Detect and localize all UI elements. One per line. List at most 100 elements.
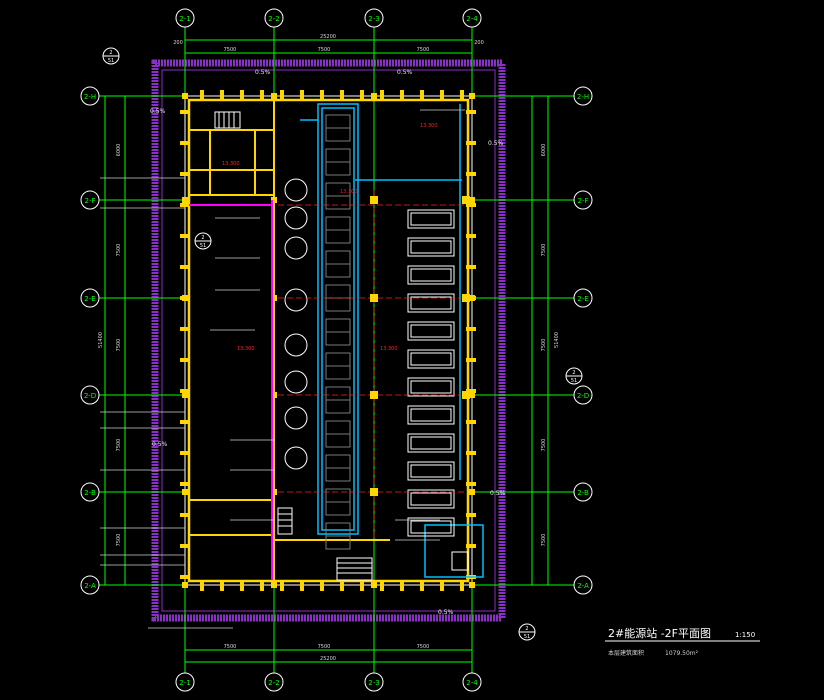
axis-label-bottom-2: 2-2 — [268, 679, 279, 687]
column-stub — [180, 327, 190, 331]
column-stub — [460, 90, 464, 100]
column-stub — [466, 451, 476, 455]
column — [469, 295, 475, 301]
axis-label-left-h: 2-H — [84, 93, 96, 101]
interior-walls — [189, 100, 390, 581]
equipment-unit — [407, 265, 455, 285]
column — [371, 582, 377, 588]
equipment-unit — [407, 237, 455, 257]
column-stub — [340, 90, 344, 100]
stairs — [214, 111, 373, 581]
column-stub — [260, 90, 264, 100]
column-stub — [180, 575, 190, 579]
axis-label-right-a: 2-A — [577, 582, 589, 590]
duct-system — [300, 103, 484, 578]
dim-top-overall: 25200 — [320, 34, 336, 40]
axis-label-bottom-3: 2-3 — [368, 679, 379, 687]
interior-column — [370, 488, 378, 496]
column-stub — [180, 203, 190, 207]
column-stub — [180, 513, 190, 517]
tank — [284, 406, 308, 430]
site-boundary — [151, 59, 506, 622]
column-stub — [340, 581, 344, 591]
equipment-unit — [407, 405, 455, 425]
tank — [284, 206, 308, 230]
equipment-box — [451, 551, 469, 571]
column — [271, 582, 277, 588]
equipment-unit-inner — [410, 492, 452, 506]
dim-top-span-3: 7500 — [417, 47, 430, 53]
column — [469, 392, 475, 398]
elevation-mark-1: 13.300 — [222, 161, 240, 167]
dim-top-span-2: 7500 — [318, 47, 331, 53]
interior-column — [462, 391, 470, 399]
column-stub — [300, 581, 304, 591]
axis-label-right-d: 2-D — [577, 392, 589, 400]
column — [271, 93, 277, 99]
area-value: 1079.50m² — [665, 650, 699, 657]
tanks — [284, 178, 308, 470]
column-stub — [320, 90, 324, 100]
column-stub — [440, 90, 444, 100]
slope-right-top: 0.5% — [488, 140, 504, 147]
column-stub — [400, 581, 404, 591]
column-stub — [440, 581, 444, 591]
column-stub — [180, 110, 190, 114]
detail-ref-4-sheet: 51 — [524, 634, 530, 640]
tank — [284, 446, 308, 470]
axis-label-bottom-1: 2-1 — [179, 679, 190, 687]
detail-ref-2-num: 2 — [201, 235, 204, 241]
equipment-unit-inner — [410, 240, 452, 254]
equipment-unit-inner — [410, 296, 452, 310]
elevation-mark-5: 13.300 — [420, 123, 438, 129]
axis-label-right-h: 2-H — [577, 93, 589, 101]
axis-label-left-a: 2-A — [84, 582, 96, 590]
equipment-unit — [407, 321, 455, 341]
column — [182, 197, 188, 203]
detail-ref-3-sheet: 51 — [571, 378, 577, 384]
axis-label-top-1: 2-1 — [179, 15, 190, 23]
column — [182, 93, 188, 99]
drawing-scale: 1:150 — [735, 631, 755, 639]
dim-top-edge-right: 200 — [474, 40, 484, 46]
area-label: 本层建筑面积 — [608, 649, 644, 657]
tank — [284, 236, 308, 260]
column-stub — [180, 420, 190, 424]
column-stub — [466, 110, 476, 114]
equipment-unit-inner — [410, 380, 452, 394]
tank — [284, 178, 308, 202]
building-outline — [184, 95, 473, 586]
column-stub — [360, 581, 364, 591]
equipment-unit — [407, 293, 455, 313]
column-stub — [466, 358, 476, 362]
slope-left-top: 0.5% — [150, 108, 166, 115]
equipment-unit — [407, 209, 455, 229]
column-stub — [466, 420, 476, 424]
column-stub — [380, 581, 384, 591]
column — [182, 582, 188, 588]
interior-column — [370, 294, 378, 302]
column-stub — [460, 581, 464, 591]
equipment-unit — [407, 349, 455, 369]
equipment-unit-inner — [410, 520, 452, 534]
column-stub — [360, 90, 364, 100]
column-stub — [200, 581, 204, 591]
axis-label-right-e: 2-E — [577, 295, 588, 303]
column — [469, 582, 475, 588]
column-stub — [220, 90, 224, 100]
dim-right-span-3: 7500 — [541, 339, 547, 352]
equipment-unit — [407, 433, 455, 453]
column-stub — [180, 451, 190, 455]
detail-ref-3-num: 2 — [572, 370, 575, 376]
equipment-unit-inner — [410, 408, 452, 422]
dim-left-span-3: 7500 — [116, 339, 122, 352]
slope-top-left: 0.5% — [255, 69, 271, 76]
axis-label-left-b: 2-B — [84, 489, 96, 497]
column-stub — [466, 141, 476, 145]
detail-ref-1-sheet: 51 — [108, 58, 114, 64]
dim-top-edge-left: 200 — [173, 40, 183, 46]
column-stub — [466, 234, 476, 238]
column — [182, 489, 188, 495]
equipment-unit-inner — [410, 268, 452, 282]
equipment-unit-inner — [410, 464, 452, 478]
